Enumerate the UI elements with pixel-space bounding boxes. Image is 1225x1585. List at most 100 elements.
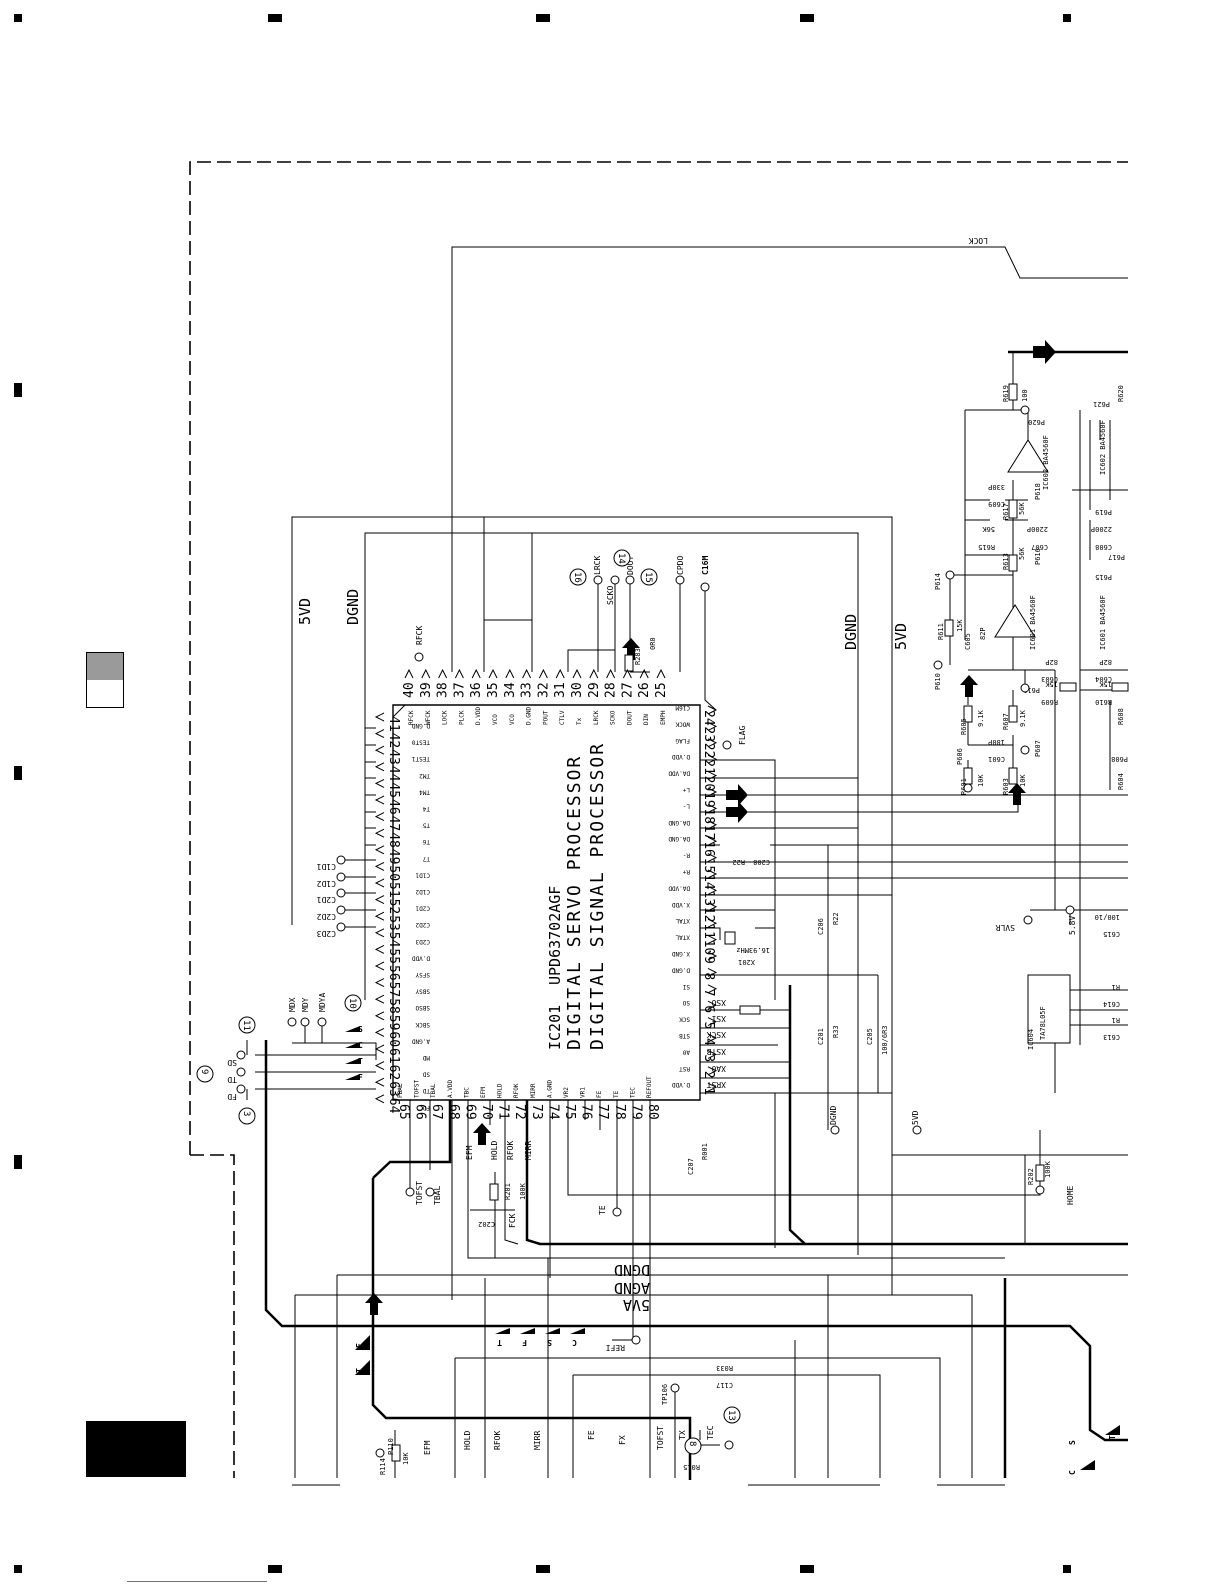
label-dgnd-tp: DGND (829, 1106, 838, 1125)
pin-name: SO (682, 999, 690, 1006)
pin-chevron (374, 1061, 385, 1071)
label-dgnd-right: DGND (842, 614, 860, 650)
label-c607v: 2200P (1027, 525, 1048, 533)
opamps (994, 439, 1049, 638)
label-hold-bottom: HOLD (463, 1431, 472, 1450)
pin-number: 54 (386, 932, 401, 948)
pin-chevron (538, 668, 548, 679)
label-r613: R613 (1002, 553, 1010, 570)
pin-name: T5 (422, 822, 430, 829)
pin-number: 50 (386, 865, 401, 881)
pin-number: 79 (628, 1104, 643, 1120)
pin-name: MIRR (530, 1083, 537, 1098)
reference-circle-label: 11 (241, 1020, 251, 1031)
pin-name: SCKO (610, 710, 617, 725)
pin-number: 15 (701, 858, 716, 874)
pin-number: 77 (595, 1104, 610, 1120)
pin-chevron (707, 902, 718, 912)
pin-number: 71 (496, 1104, 511, 1120)
label-p618: P618 (1034, 483, 1042, 500)
label-mirr: MIRR (524, 1141, 533, 1160)
pin-chevron (589, 668, 599, 679)
pin-chevron (471, 668, 481, 679)
label-c206: C206 (817, 918, 825, 935)
pin-name: A.GND (546, 1080, 553, 1098)
reference-circle-label: 9 (199, 1069, 209, 1074)
label-p620: P620 (1028, 418, 1045, 426)
label-c1d1: C1D1 (317, 862, 336, 871)
pin-number: 12 (701, 907, 716, 923)
pin-number: 32 (536, 682, 551, 698)
pin-number: 74 (545, 1104, 560, 1120)
pin-number: 29 (587, 682, 602, 698)
pin-chevron (707, 738, 718, 748)
pin-chevron (707, 935, 718, 945)
label-tp106: TP106 (661, 1384, 669, 1405)
ic201-title: IC201 UPD63702AGF DIGITAL SERVO PROCESSO… (546, 742, 608, 1050)
label-ta78l05f: TA78L05F (1039, 1006, 1047, 1040)
corner-mark-top-left (14, 14, 22, 22)
corner-mark-bottom-3 (800, 1565, 814, 1573)
pin-name: EMPH (660, 710, 667, 725)
pin-number: 24 (701, 710, 716, 726)
label-scko: SCKO (606, 586, 615, 605)
label-c205v: 100/6R3 (881, 1025, 889, 1055)
pin-chevron (707, 1066, 718, 1076)
pin-number: 23 (701, 726, 716, 742)
label-r607v: 9.1K (1019, 709, 1027, 727)
label-r609: R609 (1041, 698, 1058, 706)
corner-mark-top-1 (268, 14, 282, 22)
driver-markers: S C T F T F S C F T S C T (345, 1025, 1120, 1475)
label-ic601b: IC601 BA4560F (1099, 595, 1107, 650)
label-rfok-bottom: RFOK (493, 1431, 502, 1450)
pin-chevron (374, 978, 385, 988)
label-dgnd-bottom: DGND (614, 1261, 650, 1279)
pin-number: 78 (612, 1104, 627, 1120)
pin-name: WFCK (425, 710, 432, 725)
pin-number: 65 (396, 1104, 411, 1120)
label-r604: R604 (1117, 773, 1125, 790)
label-r202: R202 (1027, 1168, 1035, 1185)
driver-s-right: S (1068, 1440, 1077, 1445)
label-r619v: 100 (1021, 389, 1029, 402)
test-points (236, 405, 1075, 1458)
driver-f-bottom: F (522, 1338, 527, 1347)
label-r603v: 10K (1019, 774, 1027, 787)
label-lock: LOCK (969, 236, 988, 245)
pin-number: 43 (386, 749, 401, 765)
pin-name: D.VDD (475, 707, 482, 725)
label-c117: C117 (716, 1381, 733, 1389)
pin-chevron (707, 836, 718, 846)
pin-name: D.VDD (672, 1081, 690, 1088)
driver-s-bottom: S (547, 1338, 552, 1347)
reference-circle-label: 15 (643, 572, 653, 583)
signal-arrows (365, 340, 1056, 1315)
label-p608: P608 (1111, 755, 1128, 763)
pin-name: D.GND (526, 707, 533, 725)
reference-circle (344, 994, 362, 1012)
label-c604: C604 (1095, 675, 1112, 683)
pin-chevron (707, 820, 718, 830)
label-dgnd-left: DGND (344, 589, 362, 625)
ic201-title-servo: DIGITAL SERVO PROCESSOR (564, 755, 585, 1050)
reference-circle (196, 1065, 214, 1083)
pin-name: RFOK (513, 1083, 520, 1098)
label-c601v: 180P (988, 738, 1005, 746)
pin-number: 67 (429, 1104, 444, 1120)
pin-chevron (707, 853, 718, 863)
pin-name: C1D1 (415, 871, 430, 878)
pin-name: POUT (542, 710, 549, 725)
label-r605v: 9.1K (977, 709, 985, 727)
label-p610: P610 (934, 673, 942, 690)
pin-number: 59 (386, 1015, 401, 1031)
pin-number: 39 (419, 682, 434, 698)
reference-circle-label: 16 (572, 572, 582, 583)
label-5.8v: 5.8V (1068, 916, 1077, 935)
label-tx: TX (678, 1430, 687, 1440)
pin-number: 45 (386, 782, 401, 798)
label-c608: C608 (1095, 543, 1112, 551)
pin-chevron (522, 668, 532, 679)
pin-name: TD (422, 1087, 430, 1094)
label-p615: P615 (1095, 573, 1112, 581)
label-r617: R617 (1002, 503, 1010, 520)
